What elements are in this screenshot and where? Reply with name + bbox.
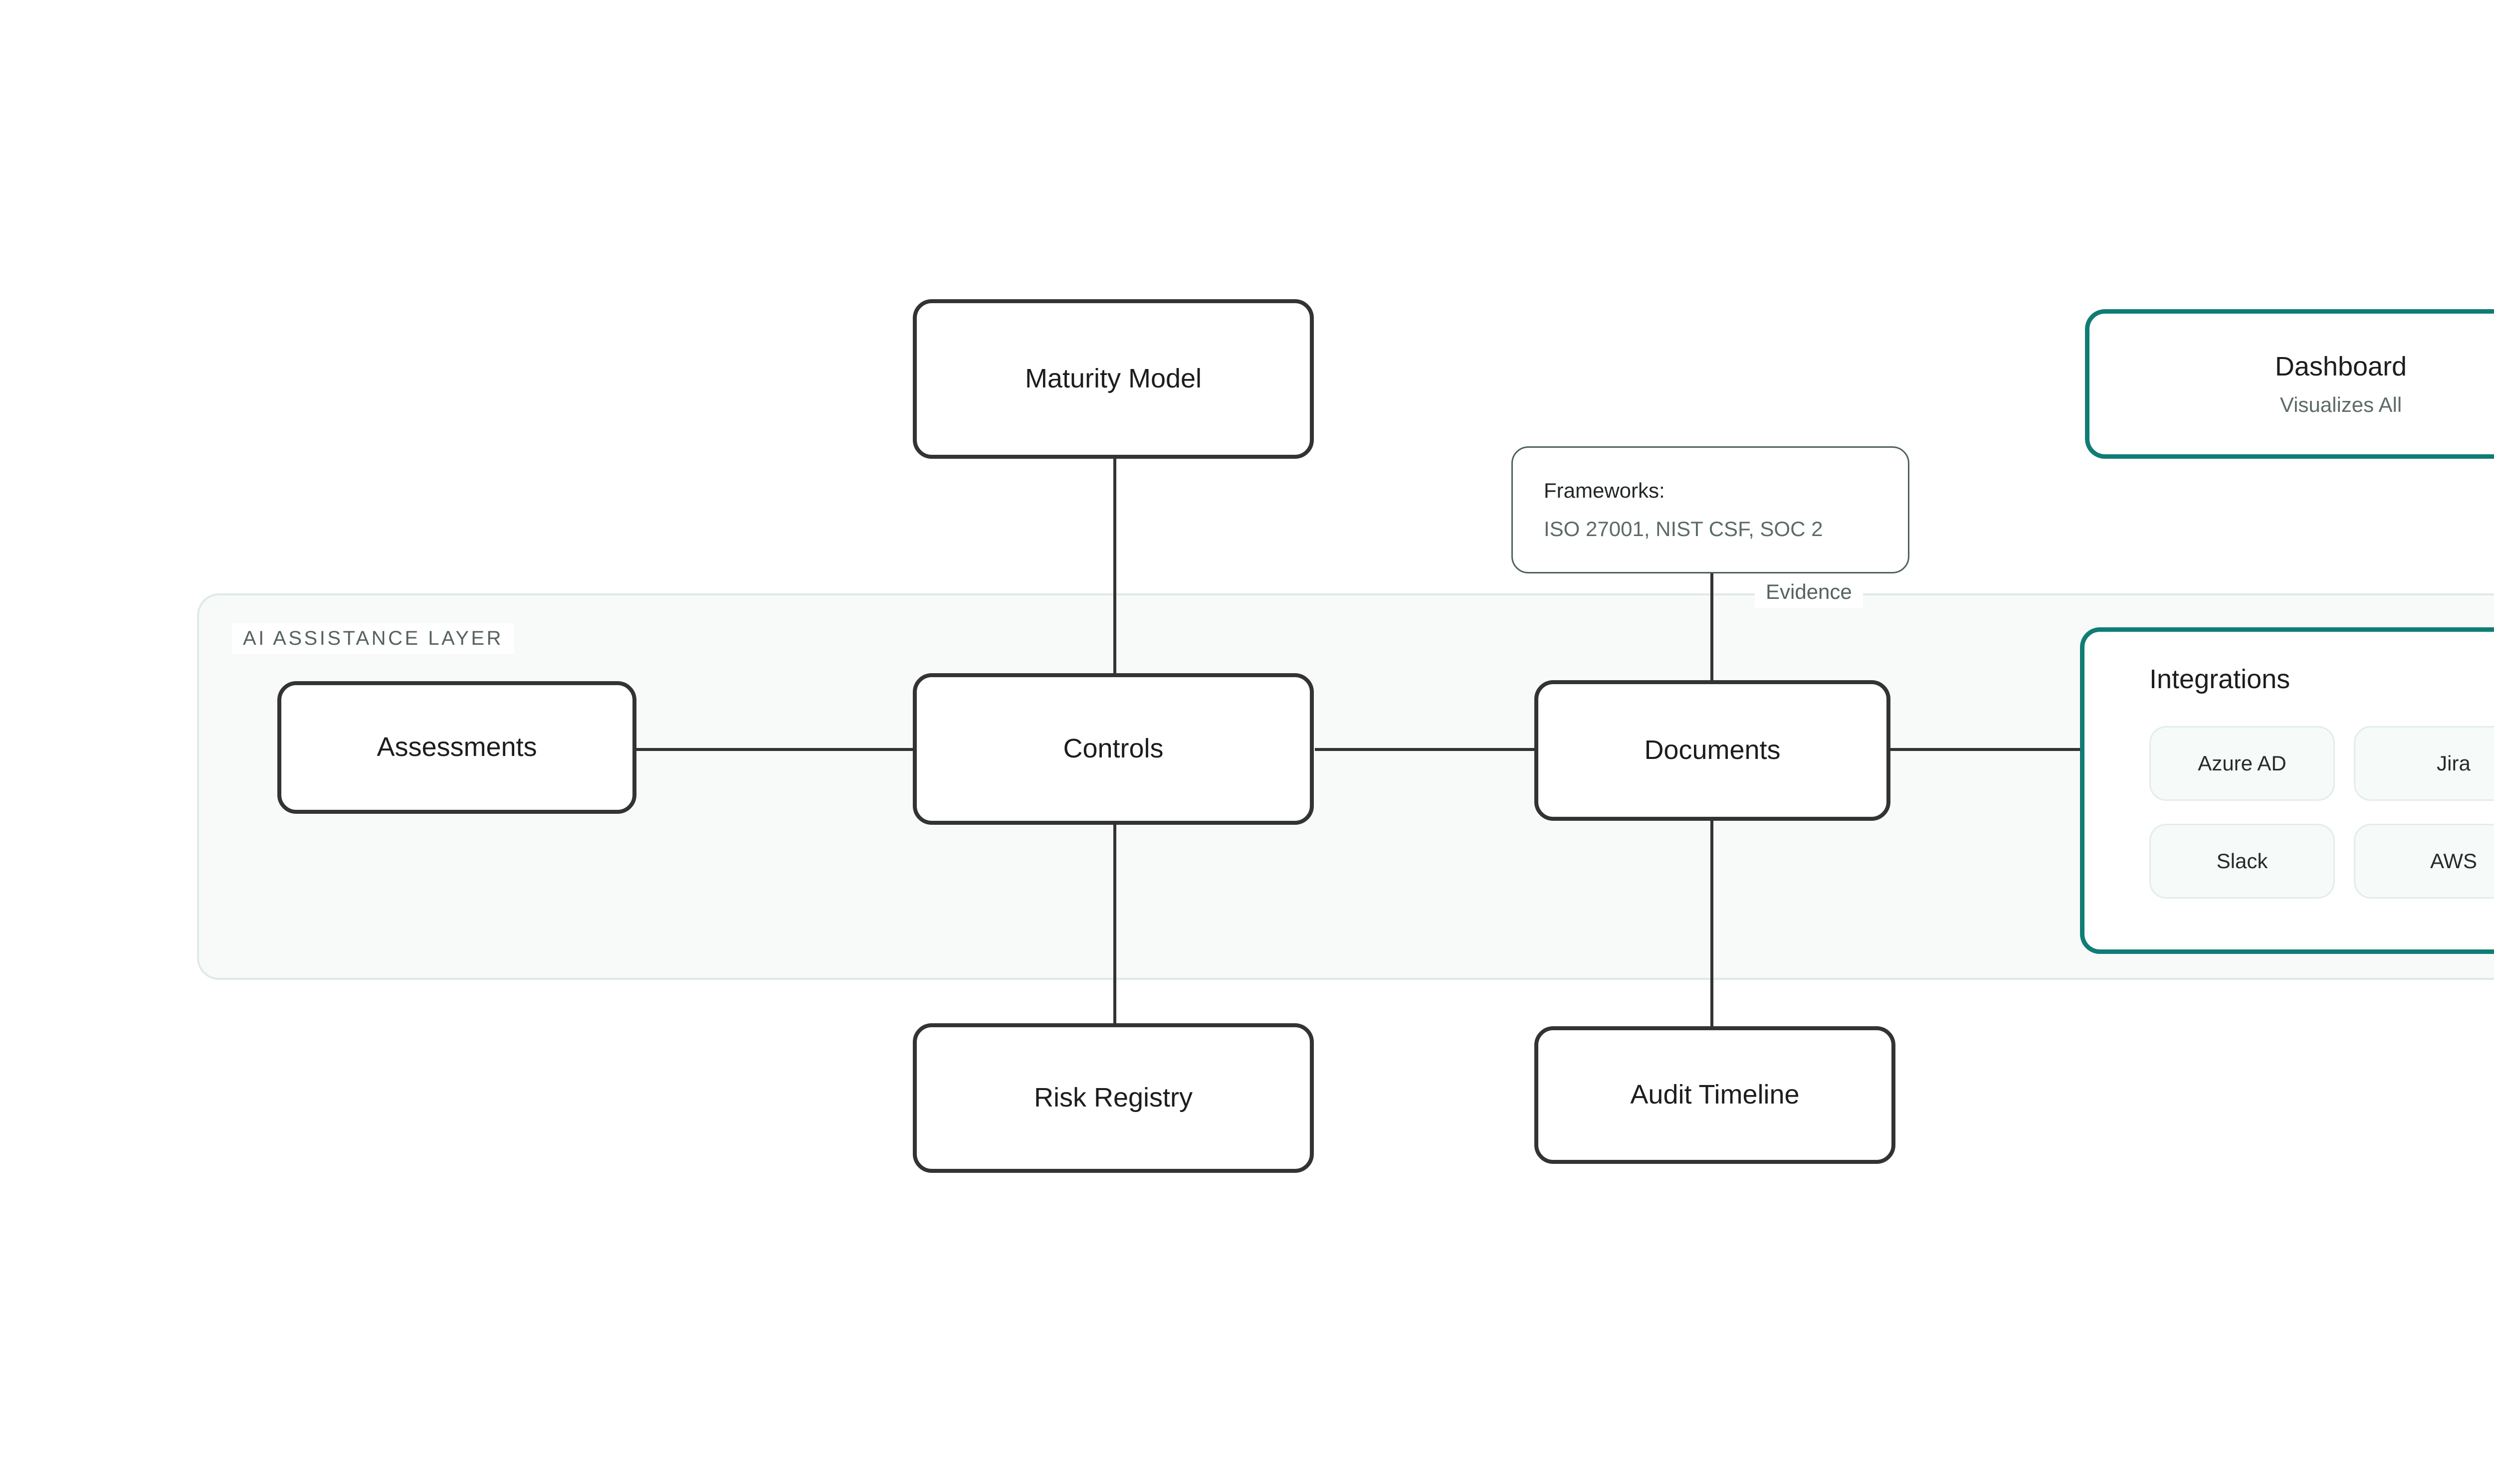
node-controls-label: Controls (1063, 734, 1164, 764)
node-dashboard-title: Dashboard (2275, 351, 2407, 381)
node-documents[interactable]: Documents (1534, 680, 1890, 821)
integrations-chip-grid: Azure AD Jira Slack AWS (2149, 726, 2494, 899)
node-audit-timeline[interactable]: Audit Timeline (1534, 1026, 1895, 1164)
node-audit-timeline-label: Audit Timeline (1630, 1080, 1800, 1110)
frameworks-note[interactable]: Frameworks: ISO 27001, NIST CSF, SOC 2 (1511, 446, 1909, 573)
node-assessments-label: Assessments (377, 732, 537, 762)
node-dashboard-subtitle: Visualizes All (2280, 392, 2402, 416)
integration-chip-slack[interactable]: Slack (2149, 824, 2335, 899)
integrations-panel-title: Integrations (2149, 664, 2290, 694)
edge-frameworks-to-documents (1710, 572, 1713, 683)
ai-assistance-layer-label: AI ASSISTANCE LAYER (232, 623, 514, 654)
edge-documents-to-integrations (1888, 748, 2083, 751)
edge-label-evidence: Evidence (1755, 576, 1863, 608)
node-dashboard[interactable]: Dashboard Visualizes All (2085, 309, 2494, 459)
integration-chip-azure-ad[interactable]: Azure AD (2149, 726, 2335, 801)
edge-controls-to-risk-registry (1113, 823, 1116, 1024)
integrations-panel[interactable]: Integrations Azure AD Jira Slack AWS (2080, 627, 2494, 954)
node-assessments[interactable]: Assessments (277, 681, 636, 814)
edge-assessments-to-controls (634, 748, 915, 751)
integration-chip-jira[interactable]: Jira (2354, 726, 2494, 801)
edge-controls-to-documents (1315, 748, 1536, 751)
node-maturity-model[interactable]: Maturity Model (913, 299, 1314, 459)
node-risk-registry-label: Risk Registry (1034, 1083, 1193, 1113)
edge-documents-to-audit-timeline (1710, 818, 1713, 1027)
node-documents-label: Documents (1644, 735, 1781, 765)
node-maturity-model-label: Maturity Model (1025, 364, 1202, 394)
node-controls[interactable]: Controls (913, 673, 1314, 825)
frameworks-note-value: ISO 27001, NIST CSF, SOC 2 (1544, 517, 1823, 541)
frameworks-note-title: Frameworks: (1544, 479, 1665, 503)
edge-maturity-to-controls (1113, 457, 1116, 676)
node-risk-registry[interactable]: Risk Registry (913, 1023, 1314, 1173)
integration-chip-aws[interactable]: AWS (2354, 824, 2494, 899)
